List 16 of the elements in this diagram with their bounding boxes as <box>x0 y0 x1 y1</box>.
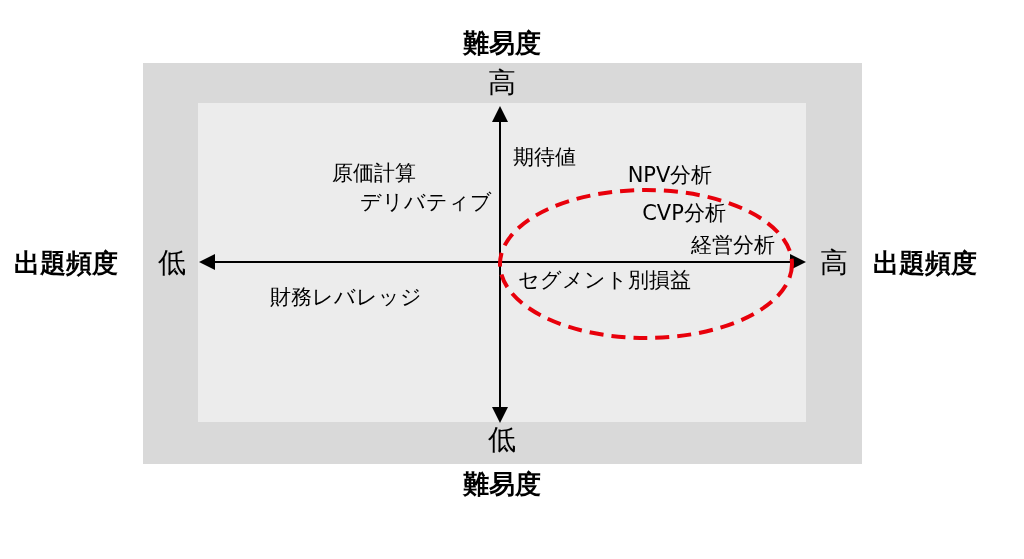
axis-title: 出題頻度 <box>14 248 118 278</box>
topic-label: 財務レバレッジ <box>270 286 422 310</box>
topic-label: 経営分析 <box>691 234 775 258</box>
axis-end-label: 低 <box>488 424 516 456</box>
axis-title: 難易度 <box>463 28 541 58</box>
axis-end-label: 高 <box>820 247 848 279</box>
topic-label: 原価計算 <box>332 162 416 186</box>
axis-title: 難易度 <box>463 469 541 499</box>
topic-label: CVP分析 <box>642 202 726 226</box>
topic-label: デリバティブ <box>360 191 492 215</box>
axis-end-label: 低 <box>158 247 186 279</box>
axis-title: 出題頻度 <box>873 248 977 278</box>
topic-label: セグメント別損益 <box>517 269 691 293</box>
topic-label: NPV分析 <box>627 164 713 188</box>
axis-end-label: 高 <box>488 67 516 99</box>
topic-label: 期待値 <box>512 146 576 170</box>
